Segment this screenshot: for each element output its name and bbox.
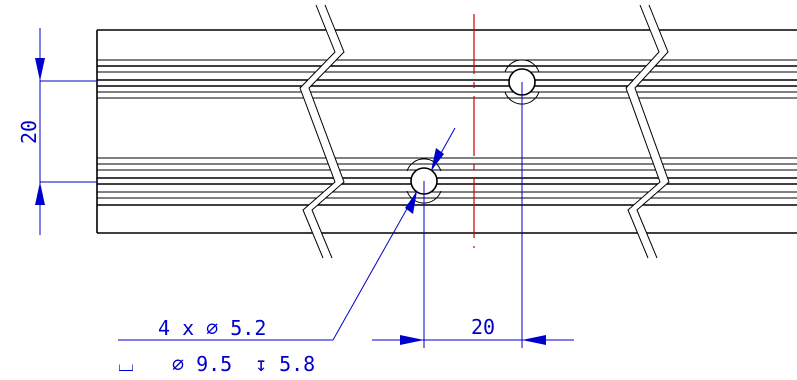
profile-slot-lines <box>97 59 797 206</box>
horizontal-dimension-label: 20 <box>471 315 495 339</box>
hole-callout-depth: ↧ 5.8 <box>255 352 315 376</box>
counterbore-icon: ⌴ <box>118 352 134 376</box>
break-line-right <box>625 4 670 259</box>
profile-body <box>96 29 797 234</box>
vertical-dimension: 20 <box>17 28 97 235</box>
hole-callout: 4 x ∅ 5.2 ⌴ ∅ 9.5 ↧ 5.8 <box>118 316 315 376</box>
hole-callout-diameter: ∅ 9.5 <box>172 352 232 376</box>
break-line-left <box>299 4 345 259</box>
horizontal-dimension: 20 <box>372 82 574 348</box>
hole-callout-line1: 4 x ∅ 5.2 <box>158 316 266 340</box>
vertical-dimension-label: 20 <box>17 120 41 144</box>
hole-callout-leader <box>118 127 456 341</box>
